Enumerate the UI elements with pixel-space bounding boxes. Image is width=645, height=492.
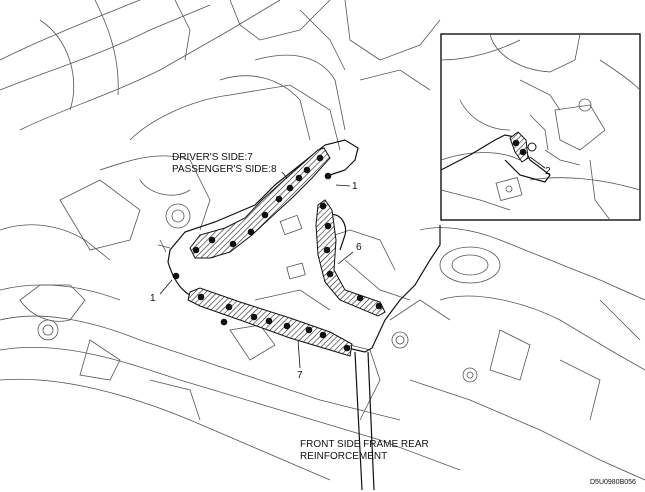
callout-1-upper: 1: [352, 181, 358, 192]
weld-point: [319, 331, 327, 339]
weld-point: [286, 184, 294, 192]
leader-lines: [159, 171, 354, 369]
weld-point: [261, 211, 269, 219]
hatch-strip-upper: [189, 147, 331, 259]
weld-point: [356, 294, 364, 302]
drivers-side-label: DRIVER'S SIDE:7: [172, 152, 253, 163]
weld-point: [172, 272, 180, 280]
weld-point: [316, 154, 324, 162]
weld-point: [323, 246, 331, 254]
weld-point: [197, 293, 205, 301]
weld-point: [229, 240, 237, 248]
weld-point: [343, 344, 351, 352]
inset-bolt: [527, 142, 537, 152]
weld-point: [324, 172, 332, 180]
weld-point: [283, 322, 291, 330]
callout-7: 7: [297, 370, 303, 381]
weld-point: [303, 166, 311, 174]
hatch-strip-right: [315, 199, 386, 317]
callout-6: 6: [356, 242, 362, 253]
passengers-side-label: PASSENGER'S SIDE:8: [172, 164, 277, 175]
part-name-line2: REINFORCEMENT: [300, 451, 388, 462]
weld-point: [512, 139, 520, 147]
repair-area-outline: [167, 139, 441, 491]
weld-point: [295, 174, 303, 182]
weld-point: [519, 148, 527, 156]
weld-point: [208, 236, 216, 244]
weld-point: [220, 318, 228, 326]
weld-point: [247, 228, 255, 236]
inset-detail-view: [440, 33, 641, 221]
figure-code: D5U0980B056: [590, 479, 636, 486]
weld-point: [324, 222, 332, 230]
weld-point: [265, 317, 273, 325]
callout-2: 2: [545, 166, 551, 177]
weld-point: [305, 326, 313, 334]
vehicle-body-background: [0, 0, 645, 481]
weld-point: [326, 270, 334, 278]
weld-point: [275, 195, 283, 203]
weld-point: [375, 302, 383, 310]
weld-point: [192, 246, 200, 254]
callout-1-lower: 1: [150, 293, 156, 304]
spot-weld-markers: [172, 154, 383, 352]
weld-point: [250, 313, 258, 321]
weld-point: [225, 303, 233, 311]
weld-point: [319, 202, 327, 210]
part-name-line1: FRONT SIDE FRAME REAR: [300, 439, 429, 450]
